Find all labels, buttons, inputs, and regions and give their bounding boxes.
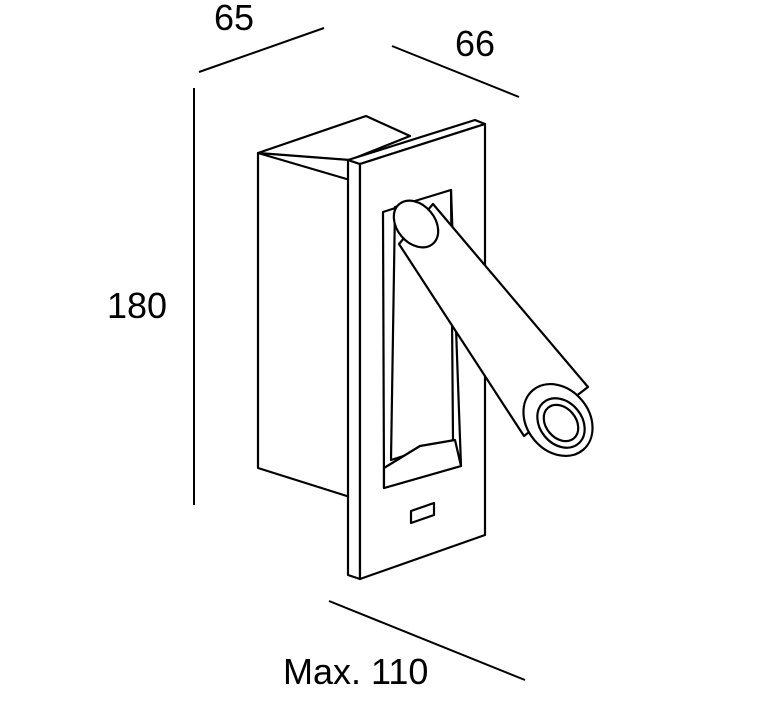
housing-front-face <box>256 151 352 499</box>
depth-dimension-label: 65 <box>214 0 254 38</box>
height-dimension-label: 180 <box>107 285 167 326</box>
width-dimension-label: 66 <box>455 23 495 64</box>
dimension-lines <box>193 27 526 681</box>
reading-arm <box>392 199 594 458</box>
arm-lens-center <box>542 403 580 443</box>
depth-dimension-line <box>198 27 325 73</box>
arm-dimension-label: Max. 110 <box>283 651 428 692</box>
housing-top-face <box>256 114 412 162</box>
arm-dimension-line <box>328 600 526 681</box>
width-dimension-line <box>391 45 520 98</box>
arm-pivot-cap <box>392 199 440 249</box>
dimension-labels: 65 66 180 Max. 110 <box>107 0 495 692</box>
front-plate-side-edge <box>346 158 362 581</box>
switch <box>409 501 436 525</box>
switch-button <box>409 501 436 525</box>
recess-bottom-shading <box>382 438 463 490</box>
